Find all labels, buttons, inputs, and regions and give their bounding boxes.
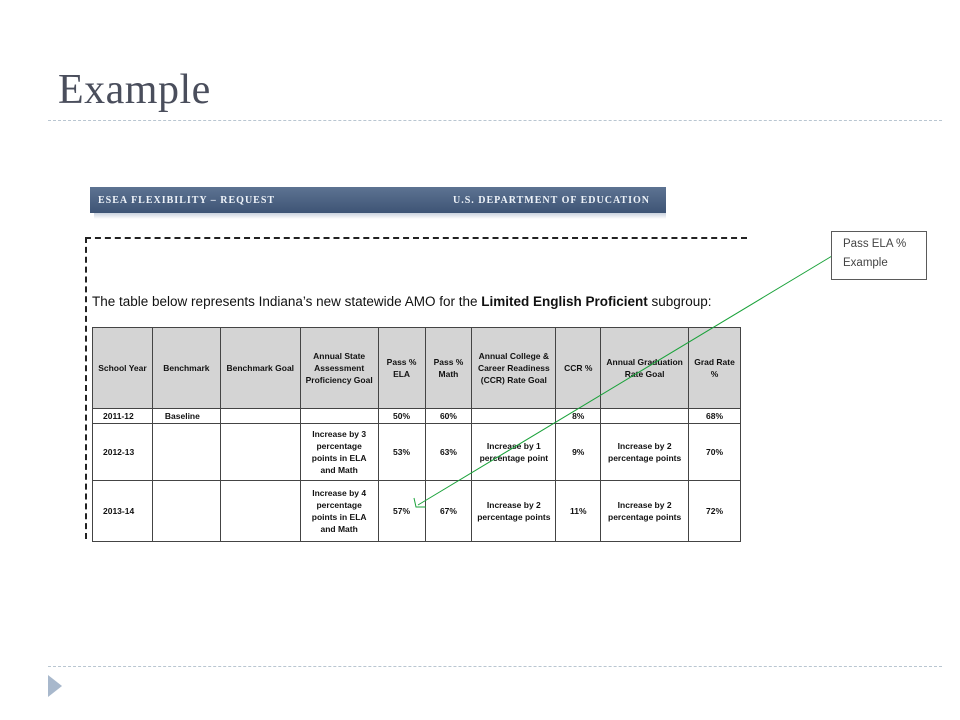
table-intro: The table below represents Indiana’s new… [92, 294, 712, 309]
callout-box: Pass ELA % Example [831, 231, 927, 280]
footer-divider [48, 666, 942, 667]
header-grad-goal: Annual Graduation Rate Goal [600, 327, 690, 409]
header-grad-rate: Grad Rate % [688, 327, 741, 409]
table-header-row: School Year Benchmark Benchmark Goal Ann… [92, 327, 741, 409]
title-divider [48, 120, 942, 121]
table-cell: 11% [555, 480, 602, 542]
esea-banner: ESEA FLEXIBILITY – REQUEST U.S. DEPARTME… [90, 187, 666, 213]
table-cell [151, 423, 221, 481]
table-cell: 53% [377, 423, 426, 481]
table-cell: Increase by 2 percentage points [600, 480, 690, 542]
table-cell [219, 480, 301, 542]
banner-left-text: ESEA FLEXIBILITY – REQUEST [98, 195, 276, 206]
slide-title: Example [58, 67, 211, 113]
intro-text-before: The table below represents Indiana’s new… [92, 294, 482, 309]
banner-right-text: U.S. DEPARTMENT OF EDUCATION [452, 195, 650, 206]
intro-text-after: subgroup: [647, 294, 712, 309]
header-benchmark-goal: Benchmark Goal [219, 327, 301, 409]
amo-table: School Year Benchmark Benchmark Goal Ann… [92, 327, 741, 542]
table-cell: 2012-13 [92, 423, 153, 481]
table-cell: Increase by 4 percentage points in ELA a… [299, 480, 379, 542]
play-arrow-icon[interactable] [48, 675, 62, 697]
header-pass-ela: Pass % ELA [377, 327, 426, 409]
table-cell: 2013-14 [92, 480, 153, 542]
callout-line2: Example [843, 257, 888, 269]
intro-text-bold: Limited English Proficient [481, 294, 648, 309]
header-assessment-goal: Annual State Assessment Proficiency Goal [299, 327, 379, 409]
table-row: 2012-13 Increase by 3 percentage points … [92, 423, 741, 481]
banner-shadow [94, 213, 666, 219]
callout-arrowhead [413, 497, 426, 508]
header-pass-math: Pass % Math [424, 327, 473, 409]
header-ccr-pct: CCR % [555, 327, 602, 409]
table-row: 2013-14 Increase by 4 percentage points … [92, 480, 741, 542]
table-cell: Increase by 2 percentage points [471, 480, 557, 542]
table-cell: Increase by 1 percentage point [471, 423, 557, 481]
document-frame [85, 237, 747, 539]
header-ccr-goal: Annual College & Career Readiness (CCR) … [471, 327, 557, 409]
callout-line1: Pass ELA % [843, 238, 907, 250]
callout-line [417, 255, 833, 506]
table-row: 2011-12 Baseline 50% 60% 8% 68% [92, 408, 741, 424]
table-cell: 72% [688, 480, 741, 542]
table-cell [151, 480, 221, 542]
table-cell: 67% [424, 480, 473, 542]
